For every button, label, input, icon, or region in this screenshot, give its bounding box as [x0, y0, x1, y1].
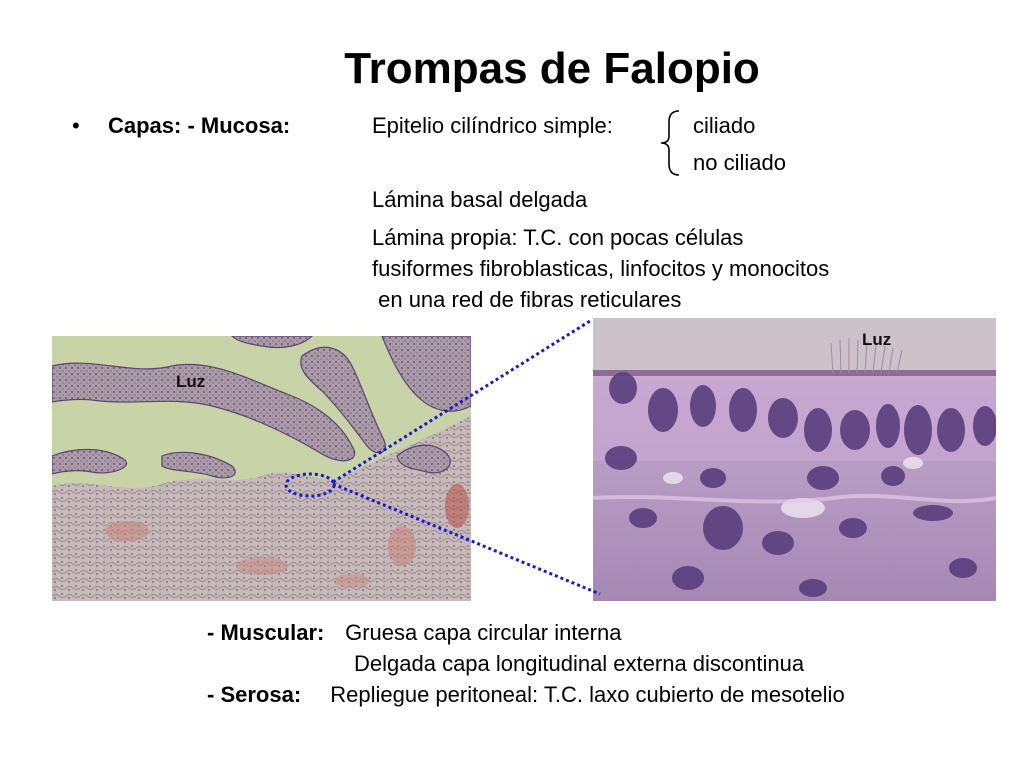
serosa-text: Repliegue peritoneal: T.C. laxo cubierto…	[318, 682, 845, 707]
non-ciliated-text: no ciliado	[693, 150, 786, 175]
lamina-propria-line-3: en una red de fibras reticulares	[372, 287, 682, 312]
low-magnification-micrograph: Luz	[52, 336, 471, 601]
epithelium-text: Epitelio cilíndrico simple:	[372, 113, 613, 138]
muscular-line-1: Gruesa capa circular interna	[339, 620, 622, 645]
high-magnification-micrograph: Luz	[593, 318, 996, 601]
muscular-label: - Muscular:	[207, 620, 325, 645]
bullet-marker: •	[72, 113, 80, 138]
basal-lamina-text: Lámina basal delgada	[372, 187, 588, 212]
lamina-propria-line-1: Lámina propia: T.C. con pocas células	[372, 225, 744, 250]
lamina-propria-line-2: fusiformes fibroblasticas, linfocitos y …	[372, 256, 830, 281]
serosa-label: - Serosa:	[207, 682, 302, 707]
muscular-line-2: Delgada capa longitudinal externa discon…	[354, 651, 805, 676]
lumen-label-left: Luz	[176, 372, 206, 391]
lumen-label-right: Luz	[862, 330, 892, 349]
ciliated-text: ciliado	[693, 113, 756, 138]
brace-icon	[660, 110, 680, 176]
slide-title: Trompas de Falopio	[344, 44, 760, 93]
layers-mucosa-label: Capas: - Mucosa:	[108, 113, 291, 138]
